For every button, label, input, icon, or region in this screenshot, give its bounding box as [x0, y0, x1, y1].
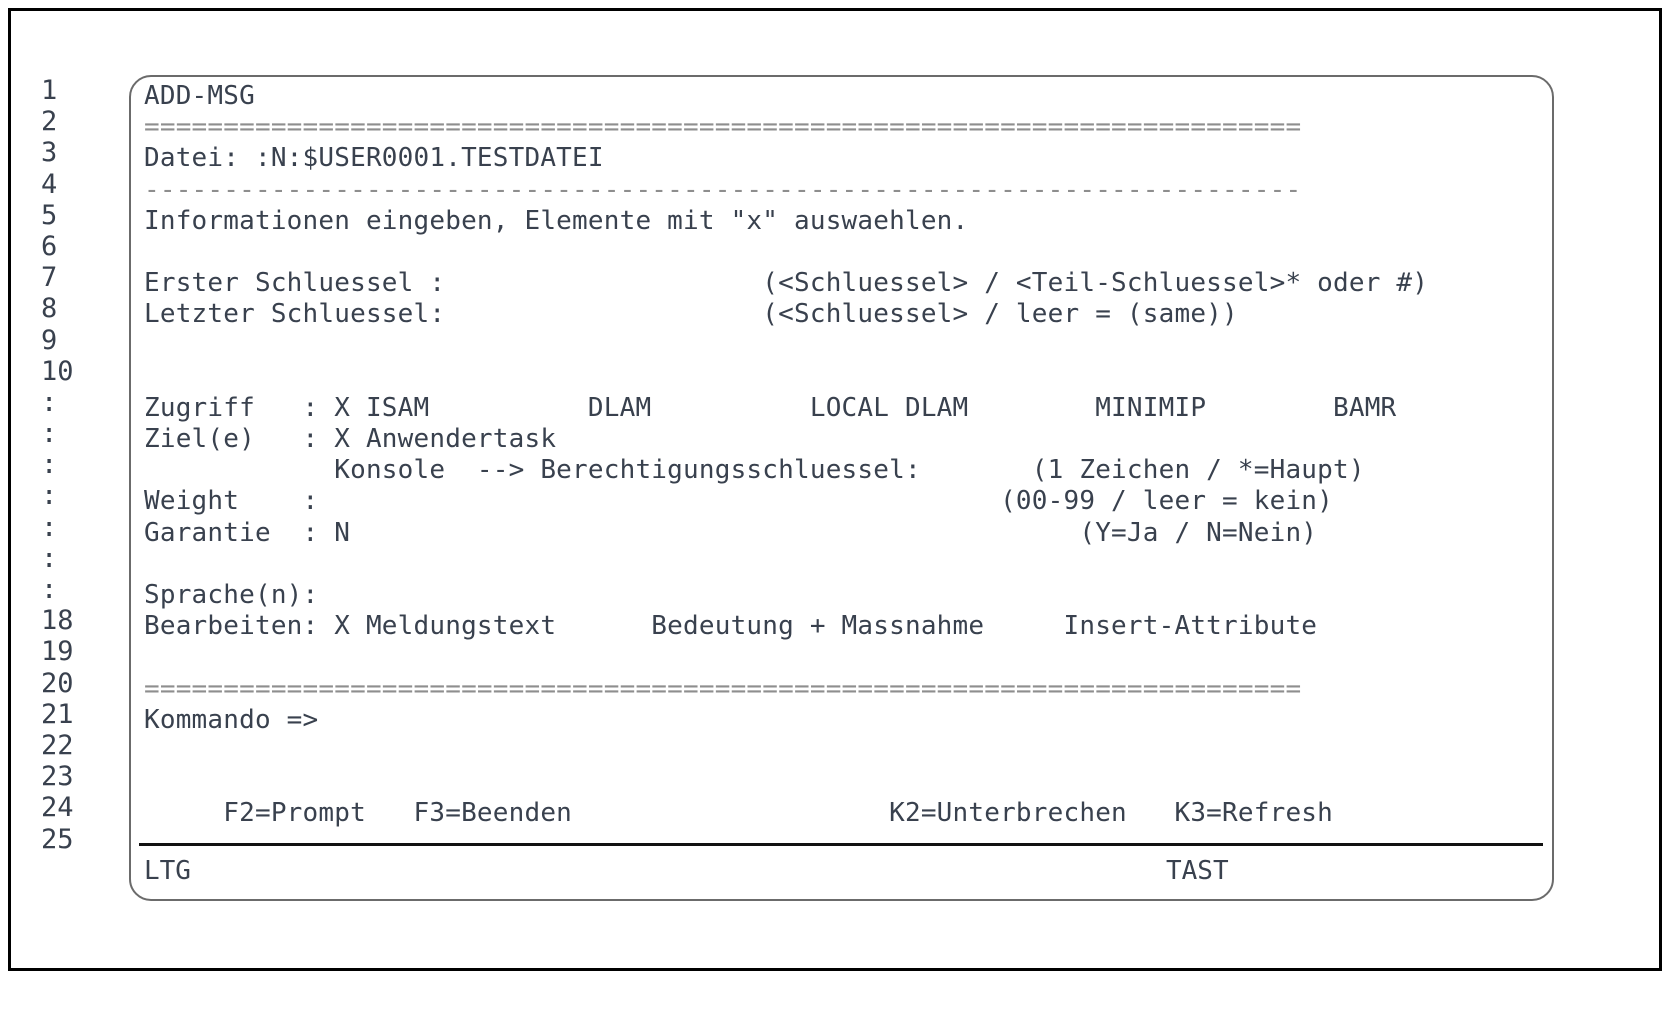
line-blank-3 — [144, 362, 1544, 393]
line-number-22: 22 — [41, 729, 74, 761]
line-fkeys[interactable]: F2=Prompt F3=Beenden K2=Unterbrechen K3=… — [144, 798, 1333, 829]
line-blank-6 — [144, 736, 1544, 767]
line-number-11: : — [41, 386, 58, 418]
line-title[interactable]: ADD-MSG — [144, 81, 255, 111]
line-number-18: 18 — [41, 605, 74, 637]
line-number-8: 8 — [41, 293, 58, 325]
line-number-3: 3 — [41, 137, 58, 169]
status-ltg-label: LTG — [144, 856, 191, 886]
line-ziel[interactable]: Ziel(e) : X Anwendertask — [144, 424, 557, 455]
line-number-25: 25 — [41, 823, 74, 855]
status-bar: LTG TAST — [144, 851, 1544, 891]
line-number-24: 24 — [41, 792, 74, 824]
line-number-10: 10 — [41, 355, 74, 387]
line-garantie[interactable]: Garantie : N (Y=Ja / N=Nein) — [144, 517, 1318, 548]
line-number-23: 23 — [41, 761, 74, 793]
line-blank-1 — [144, 237, 1544, 268]
line-weight[interactable]: Weight : (00-99 / leer = kein) — [144, 486, 1333, 517]
line-zugriff[interactable]: Zugriff : X ISAM DLAM LOCAL DLAM MINIMIP… — [144, 392, 1397, 423]
line-blank-2 — [144, 331, 1544, 362]
line-number-7: 7 — [41, 262, 58, 294]
line-datei[interactable]: Datei: :N:$USER0001.TESTDATEI — [144, 143, 604, 174]
line-rule-dash: ----------------------------------------… — [144, 174, 1302, 205]
line-konsole[interactable]: Konsole --> Berechtigungsschluessel: (1 … — [144, 455, 1365, 486]
line-number-16: : — [41, 542, 58, 574]
line-number-17: : — [41, 574, 58, 605]
line-erster[interactable]: Erster Schluessel : (<Schluessel> / <Tei… — [144, 268, 1429, 299]
line-number-6: 6 — [41, 230, 58, 262]
line-sprache[interactable]: Sprache(n): — [144, 580, 319, 610]
terminal-screen-frame — [129, 75, 1554, 901]
line-number-12: : — [41, 418, 58, 450]
line-blank-4 — [144, 549, 1544, 580]
line-number-20: 20 — [41, 667, 74, 699]
line-blank-5 — [144, 642, 1544, 673]
line-letzter[interactable]: Letzter Schluessel: (<Schluessel> / leer… — [144, 299, 1238, 330]
line-kommando[interactable]: Kommando => — [144, 704, 319, 735]
line-number-14: : — [41, 480, 58, 512]
line-number-15: : — [41, 511, 58, 543]
line-blank-7 — [144, 767, 1544, 798]
terminal-screen-content: ADD-MSG=================================… — [144, 81, 1544, 841]
line-rule-bottom: ========================================… — [144, 673, 1302, 704]
line-rule-top: ========================================… — [144, 112, 1302, 143]
line-number-9: 9 — [41, 324, 58, 356]
line-number-5: 5 — [41, 199, 58, 231]
line-number-4: 4 — [41, 168, 58, 200]
status-separator-rule — [139, 843, 1543, 846]
line-number-13: : — [41, 449, 58, 481]
status-tast-label: TAST — [1166, 856, 1229, 886]
line-info[interactable]: Informationen eingeben, Elemente mit "x"… — [144, 205, 969, 236]
line-bearbeiten[interactable]: Bearbeiten: X Meldungstext Bedeutung + M… — [144, 611, 1318, 642]
line-number-21: 21 — [41, 698, 74, 730]
line-number-2: 2 — [41, 106, 58, 138]
line-number-19: 19 — [41, 636, 74, 668]
line-number-1: 1 — [41, 75, 58, 106]
